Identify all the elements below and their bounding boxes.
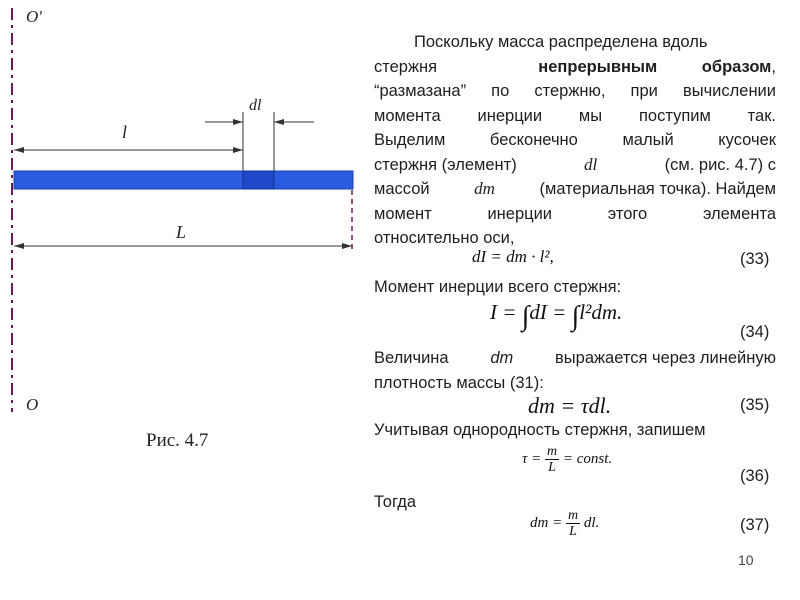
eq36-numerator: m (545, 444, 560, 460)
eq37-a: dm = (530, 514, 566, 531)
equation-33: dI = dm · l², (472, 247, 554, 266)
l-label: l (122, 122, 127, 142)
eq36-a: τ = (522, 450, 545, 467)
paragraph-5: Тогда (374, 493, 417, 511)
eq36-denominator: L (548, 460, 556, 475)
L-arrow-right (342, 243, 352, 249)
paragraph-3: Величина dm выражается через линейную пл… (374, 346, 776, 395)
rod-figure: O' O l dl L Рис. 4.7 (11, 7, 354, 451)
page-number: 10 (738, 552, 754, 568)
p1-line-8: момент инерции этого элемента (374, 204, 776, 223)
equation-35: dm = τdl. (528, 393, 612, 418)
dl-arrow-left (233, 119, 243, 125)
p1-l2-a: стержня (374, 57, 438, 76)
p1-line-7: массой dm (материальная точка). Найдем (374, 177, 776, 202)
p1-l7-b: dm (474, 179, 495, 198)
p1-line-3: “размазана” по стержню, при вычислении (374, 82, 776, 100)
eq34-a: I = (490, 300, 522, 324)
dl-label: dl (249, 97, 262, 114)
p1-l2-c: , (771, 57, 776, 76)
axis-bottom-label: O (26, 395, 38, 414)
equation-33-number: (33) (740, 250, 770, 268)
eq37-b: dl. (580, 514, 600, 531)
p1-line-9: относительно оси, (374, 229, 515, 247)
equation-34: I = ∫dI = ∫l²dm. (490, 300, 622, 333)
p1-line-4: момента инерции мы поступим так. (374, 106, 776, 125)
L-label: L (175, 222, 186, 242)
p1-l2-b: непрерывным образом (538, 57, 772, 76)
equation-36-number: (36) (740, 467, 770, 485)
eq34-e: l²dm. (579, 300, 623, 324)
l-arrow-left (14, 147, 24, 153)
p1-l6-b: dl (584, 154, 598, 174)
figure-caption: Рис. 4.7 (146, 430, 208, 451)
eq36-b: = const. (559, 450, 613, 467)
p3-l1-b: dm (490, 349, 514, 367)
eq37-denominator: L (569, 524, 577, 539)
p3-l1-a: Величина (374, 349, 449, 367)
l-arrow-right (233, 147, 243, 153)
paragraph-2: Момент инерции всего стержня: (374, 278, 622, 296)
p1-line-5: Выделим бесконечно малый кусочек (374, 131, 776, 149)
p1-l2-bold: непрерывным образом, (538, 55, 776, 80)
p1-l6-a: стержня (элемент) (374, 155, 517, 174)
paragraph-4: Учитывая однородность стержня, запишем (374, 421, 706, 439)
p1-l6-c: (см. рис. 4.7) с (664, 155, 776, 174)
eq34-c: dI = (529, 300, 572, 324)
rod-element-dl (242, 170, 275, 190)
integral-sign-2: ∫ (571, 301, 580, 332)
L-arrow-left (14, 243, 24, 249)
eq37-numerator: m (565, 508, 581, 524)
dl-arrow-right (274, 119, 284, 125)
p3-line-1: Величина dm выражается через линейную (374, 346, 776, 371)
rod (13, 170, 354, 190)
equation-34-number: (34) (740, 323, 770, 341)
p3-l1-c: выражается через линейную (555, 349, 776, 367)
equation-35-number: (35) (740, 396, 770, 414)
p1-l7-c: (материальная точка). Найдем (539, 180, 776, 198)
integral-sign-1: ∫ (521, 301, 530, 332)
p3-line-2: плотность массы (31): (374, 373, 544, 392)
p1-line-1: Поскольку масса распределена вдоль (414, 33, 708, 51)
p1-line-6: стержня (элемент) dl (см. рис. 4.7) с (374, 153, 776, 178)
p1-l7-a: массой (374, 180, 430, 198)
axis-top-label: O' (26, 7, 42, 26)
paragraph-1: Поскольку масса распределена вдоль стерж… (374, 30, 776, 251)
p1-line-2: стержня непрерывным образом, (374, 55, 776, 80)
equation-37-number: (37) (740, 516, 770, 534)
